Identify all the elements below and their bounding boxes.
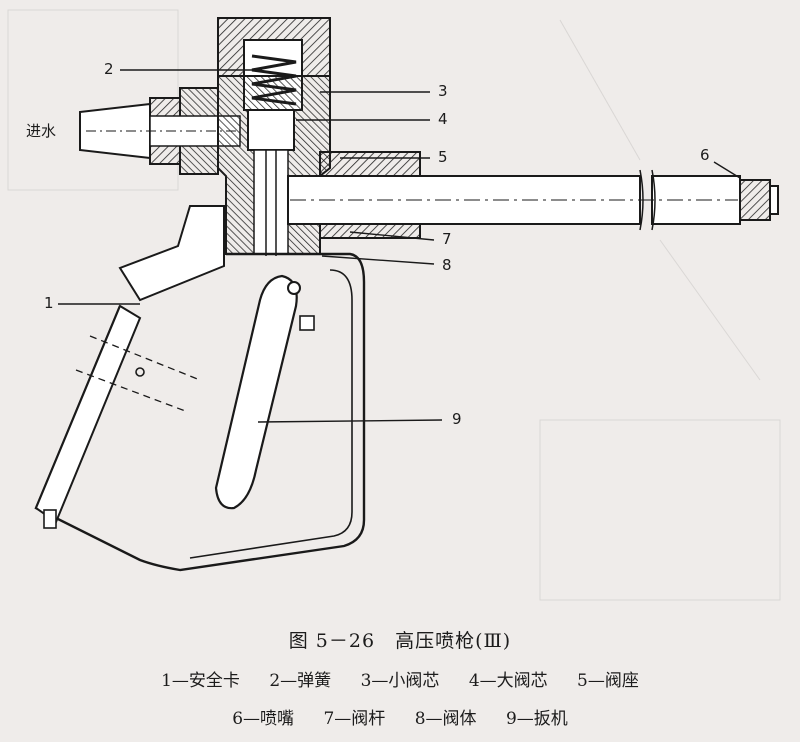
valve-body (217, 75, 331, 256)
figure-caption: 图 5－26 高压喷枪(Ⅲ) (288, 630, 512, 652)
trigger (214, 274, 315, 510)
legend-item: 7—阀杆 (323, 709, 386, 729)
leader-lines (58, 69, 741, 423)
legend-item: 2—弹簧 (269, 671, 332, 691)
grip (34, 205, 366, 572)
inlet-fitting (79, 87, 241, 175)
callout-2: 2 (104, 60, 114, 78)
legend-row-2: 6—喷嘴 7—阀杆 8—阀体 9—扳机 (0, 704, 800, 729)
callout-6: 6 (700, 146, 710, 164)
callout-1: 1 (44, 294, 54, 312)
callout-5: 5 (438, 148, 448, 166)
legend-item: 8—阀体 (414, 709, 477, 729)
spray-gun-diagram: 进水 2 3 4 5 6 7 8 1 9 (7, 9, 781, 601)
background-bleed (7, 9, 781, 601)
inlet-label: 进水 (26, 122, 56, 140)
legend-item: 3—小阀芯 (360, 671, 440, 691)
legend-item: 1—安全卡 (161, 671, 240, 691)
barrel (287, 169, 741, 231)
callout-3: 3 (438, 82, 448, 100)
legend-item: 9—扳机 (505, 709, 568, 729)
legend-row-1: 1—安全卡 2—弹簧 3—小阀芯 4—大阀芯 5—阀座 (0, 666, 800, 691)
callout-8: 8 (442, 256, 452, 274)
callout-4: 4 (438, 110, 448, 128)
callout-9: 9 (452, 410, 462, 428)
callout-7: 7 (442, 230, 452, 248)
legend-item: 6—喷嘴 (232, 709, 295, 729)
legend-item: 4—大阀芯 (468, 671, 548, 691)
nozzle (739, 179, 779, 221)
legend-item: 5—阀座 (577, 671, 639, 691)
